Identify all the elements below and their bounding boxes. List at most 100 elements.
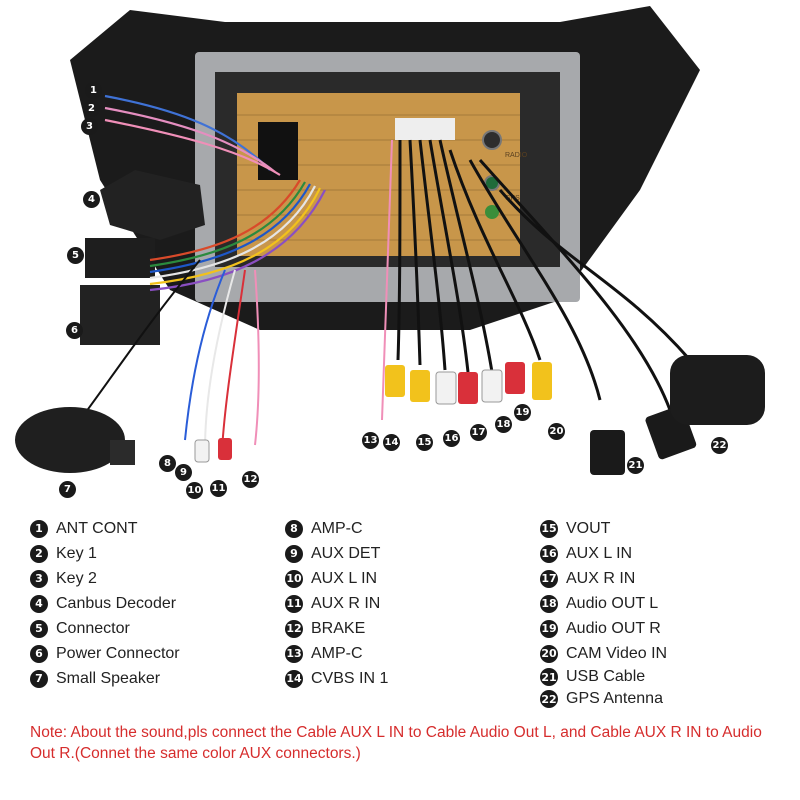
gps-antenna [670, 355, 765, 425]
legend-item: 14 CVBS IN 1 [285, 666, 388, 691]
legend-label: USB Cable [566, 668, 646, 685]
wiring-diagram: RADIO GPS [15, 6, 765, 499]
rca-plug-20 [532, 362, 552, 400]
legend-item: 6 Power Connector [30, 641, 180, 666]
legend-label: AUX DET [311, 544, 381, 562]
legend-number: 14 [285, 669, 303, 688]
rca-plugs [385, 362, 552, 405]
rca-plug-16 [435, 371, 457, 405]
callout-5: 5 [67, 247, 84, 264]
callout-1: 1 [85, 82, 102, 99]
legend-label: CVBS IN 1 [311, 669, 389, 687]
power-connector-block [80, 285, 160, 345]
legend-label: ANT CONT [56, 519, 138, 537]
callout-18: 18 [495, 416, 512, 433]
legend-label: AUX L IN [566, 544, 633, 562]
legend-number: 9 [285, 544, 303, 563]
legend-label: CAM Video IN [566, 644, 668, 662]
legend-number: 13 [285, 644, 303, 663]
legend-number: 2 [30, 544, 48, 563]
callout-11: 11 [210, 480, 227, 497]
callout-6: 6 [66, 322, 83, 339]
radio-antenna-socket [482, 130, 502, 150]
callout-19: 19 [514, 404, 531, 421]
legend-item: 11 AUX R IN [285, 591, 388, 616]
usb-plug-a [590, 430, 625, 475]
legend-label: Power Connector [56, 644, 180, 662]
legend-number: 21 [540, 668, 558, 686]
usb-socket [485, 205, 499, 219]
callout-20: 20 [548, 423, 565, 440]
legend-item: 1 ANT CONT [30, 516, 180, 541]
legend-item: 10 AUX L IN [285, 566, 388, 591]
callout-8: 8 [159, 455, 176, 472]
callout-14: 14 [383, 434, 400, 451]
radio-port-label: RADIO [505, 152, 528, 159]
legend-number: 22 [540, 690, 558, 708]
callout-21: 21 [627, 457, 644, 474]
legend-label: AUX L IN [311, 569, 378, 587]
legend-number: 1 [30, 519, 48, 538]
legend-label: Key 2 [56, 569, 97, 587]
speaker-bracket [110, 440, 135, 465]
legend-label: AUX R IN [566, 569, 636, 587]
legend-number: 5 [30, 619, 48, 638]
rca-plug-10 [194, 439, 210, 463]
callout-4: 4 [83, 191, 100, 208]
legend-label: Audio OUT R [566, 619, 661, 637]
legend-item: 7 Small Speaker [30, 666, 180, 691]
callout-12: 12 [242, 471, 259, 488]
callout-10: 10 [186, 482, 203, 499]
gps-port-label: GPS [505, 195, 520, 202]
callout-13: 13 [362, 432, 379, 449]
rca-plug-18 [481, 369, 503, 403]
connector-block [85, 238, 155, 278]
legend-item: 19 Audio OUT R [540, 616, 667, 641]
legend-item: 9 AUX DET [285, 541, 388, 566]
legend-number: 12 [285, 619, 303, 638]
legend-item: 3 Key 2 [30, 566, 180, 591]
legend-label: Small Speaker [56, 669, 161, 687]
legend-number: 4 [30, 594, 48, 613]
legend-number: 15 [540, 519, 558, 538]
legend-number: 7 [30, 669, 48, 688]
sound-connection-note: Note: About the sound,pls connect the Ca… [30, 724, 762, 762]
legend-label: AUX R IN [311, 594, 381, 612]
callout-7: 7 [59, 481, 76, 498]
legend-number: 11 [285, 594, 303, 613]
legend-label: Key 1 [56, 544, 97, 562]
legend-number: 10 [285, 569, 303, 588]
rca-plug-11 [218, 438, 232, 460]
callout-16: 16 [443, 430, 460, 447]
legend-item: 16 AUX L IN [540, 541, 667, 566]
legend-number: 19 [540, 619, 558, 638]
legend-item: 2 Key 1 [30, 541, 180, 566]
legend-number: 20 [540, 644, 558, 663]
legend-item: 21 USB Cable [540, 666, 667, 688]
small-speaker [15, 407, 125, 473]
legend-label: VOUT [566, 519, 611, 537]
callout-15: 15 [416, 434, 433, 451]
legend-item: 15 VOUT [540, 516, 667, 541]
legend-number: 3 [30, 569, 48, 588]
legend-number: 16 [540, 544, 558, 563]
av-socket [395, 118, 455, 140]
legend-item: 4 Canbus Decoder [30, 591, 180, 616]
legend-label: Canbus Decoder [56, 594, 177, 612]
rca-plug-14 [385, 365, 405, 397]
legend-number: 6 [30, 644, 48, 663]
head-unit-illustration: RADIO GPS [15, 6, 765, 475]
callout-17: 17 [470, 424, 487, 441]
main-harness-socket [258, 122, 298, 180]
callout-9: 9 [175, 464, 192, 481]
legend-item: 20 CAM Video IN [540, 641, 667, 666]
